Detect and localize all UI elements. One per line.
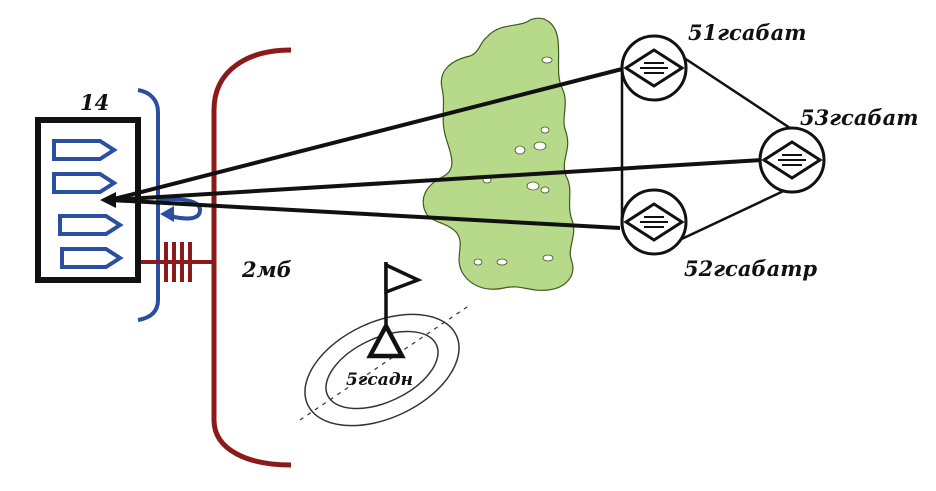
fire-lines xyxy=(109,66,763,230)
unit-number-label: 14 xyxy=(80,90,109,115)
position-area-ellipses xyxy=(304,313,460,427)
flag-pennant-icon xyxy=(384,262,423,335)
target-52-icon xyxy=(620,188,688,256)
blue-arrowhead-icon xyxy=(160,206,174,222)
target-52-label: 52гсабатр xyxy=(684,256,817,281)
position-dashed-axis xyxy=(299,304,471,421)
blue-curved-arrow-icon xyxy=(157,197,203,221)
position-label: 5гсадн xyxy=(346,370,413,390)
green-area-clearings xyxy=(473,56,554,266)
pennant-arrow-icon xyxy=(52,139,124,269)
dark-red-bracket xyxy=(211,47,292,468)
target-53-icon xyxy=(758,126,826,194)
line-label: 2мб xyxy=(241,257,292,282)
target-51-label: 51гсабат xyxy=(688,20,806,45)
triangle-marker-icon xyxy=(366,321,406,359)
target-53-label: 53гсабат xyxy=(800,105,918,130)
wire-obstacle-icon xyxy=(128,242,214,282)
target-51-icon xyxy=(620,34,688,102)
blue-bracket xyxy=(137,88,160,322)
black-arrowhead-icon xyxy=(100,192,116,208)
